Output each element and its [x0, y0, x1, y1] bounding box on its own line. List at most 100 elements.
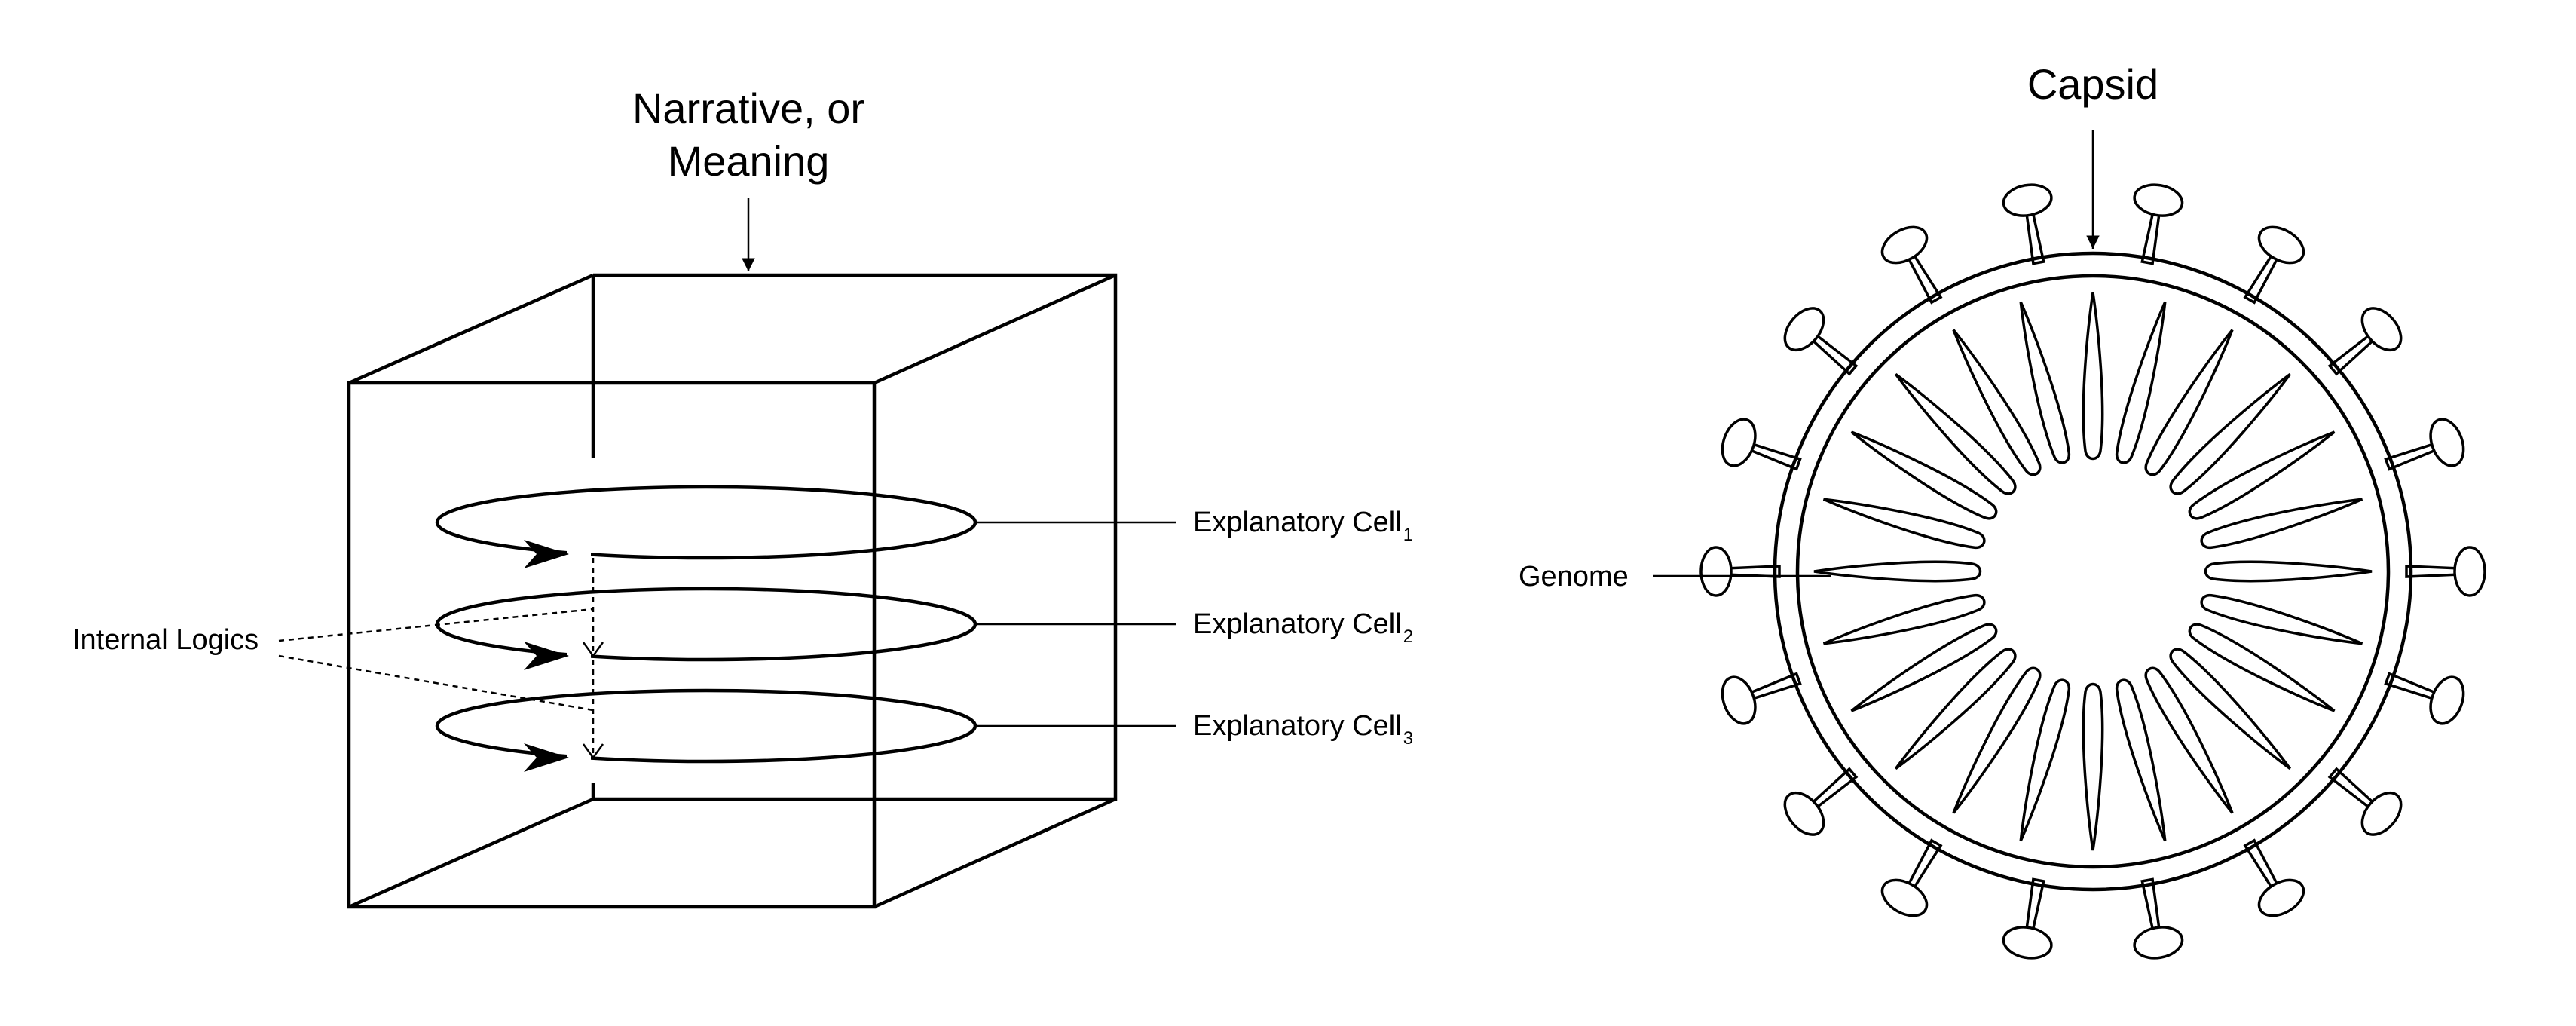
genome-lobe — [1822, 498, 1986, 550]
cell-3-subscript: 3 — [1403, 728, 1413, 749]
spike-head — [1783, 307, 1825, 352]
spike-head — [2429, 418, 2465, 467]
cell-1-subscript: 1 — [1403, 525, 1413, 545]
spike-head — [2257, 225, 2305, 265]
explanatory-cell-2-ellipse — [435, 587, 977, 662]
spike-head — [2133, 183, 2184, 217]
capsid-outer-ring — [1773, 251, 2413, 892]
genome-lobe — [1850, 623, 1998, 712]
genome-lobe — [2082, 682, 2104, 851]
spike-head — [2002, 926, 2053, 960]
flow-arrowhead-2 — [582, 743, 604, 760]
genome-lobe — [1822, 593, 1986, 645]
spike — [2243, 838, 2305, 917]
spike-head — [1880, 878, 1929, 917]
genome-lobe — [1894, 648, 2017, 770]
spike-head — [2360, 307, 2403, 352]
cell-3-arrowhead — [524, 743, 569, 772]
explanatory-cell-3-label: Explanatory Cell3 — [1193, 710, 1413, 749]
spike-head — [1783, 791, 1825, 836]
capsid-label: Capsid — [2027, 60, 2158, 108]
virus-diagram: Capsid Genome — [1519, 60, 2486, 960]
cell-2-text: Explanatory Cell — [1193, 608, 1402, 640]
spike — [2327, 307, 2403, 376]
spike — [2384, 672, 2465, 725]
genome-lobe — [1952, 666, 2042, 814]
spike — [1699, 546, 1781, 597]
genome-lobe — [2115, 678, 2167, 842]
genome-lobe — [2019, 301, 2071, 464]
explanatory-cell-3-ellipse — [435, 688, 977, 764]
genome-lobe — [2200, 498, 2363, 550]
explanatory-cell-1-label: Explanatory Cell1 — [1193, 507, 1413, 545]
spike — [1880, 225, 1943, 305]
cube-edge-bottom-left — [348, 797, 594, 909]
genome-lobe — [1952, 329, 2042, 476]
spike — [1721, 418, 1802, 471]
spike — [2405, 546, 2486, 597]
genome-lobe — [2204, 560, 2373, 583]
cube-edge-bottom-right — [873, 797, 1116, 909]
cell-1-arrowhead — [524, 540, 569, 568]
spike — [2243, 225, 2305, 305]
genome-lobe — [2188, 623, 2336, 712]
spike-stem — [2405, 565, 2462, 578]
cube-back-face — [593, 273, 1118, 801]
genome-lobe — [2200, 593, 2363, 645]
cell-2-gap — [567, 648, 591, 663]
narrative-title-line2: Meaning — [668, 137, 830, 185]
spike — [2384, 418, 2465, 471]
spike — [1880, 838, 1943, 917]
capsid-spikes — [1699, 183, 2486, 960]
capsid-inner-ring — [1795, 274, 2391, 869]
narrative-cube: Narrative, or Meaning Internal Logic — [72, 84, 1413, 909]
genome-lobe — [2169, 372, 2292, 495]
genome-lobe — [1813, 560, 1982, 583]
genome-lobe — [2115, 301, 2167, 464]
cell-2-subscript: 2 — [1403, 626, 1413, 647]
flow-arrowhead-1 — [582, 642, 604, 658]
genome-lobe — [2082, 292, 2104, 461]
genome-lobe — [2019, 678, 2071, 842]
genome-lobe — [2188, 430, 2336, 520]
genome-lobe — [2144, 329, 2234, 476]
cube-front-face — [347, 381, 877, 909]
cell-3-text: Explanatory Cell — [1193, 710, 1402, 742]
genome-label: Genome — [1519, 561, 1629, 593]
spike — [1721, 672, 1802, 725]
cube-edge-top-left — [348, 273, 594, 385]
spike-head — [2360, 791, 2403, 836]
genome-lobe — [2144, 666, 2234, 814]
spike-head — [1721, 675, 1757, 725]
cell-2-arrowhead — [524, 642, 569, 670]
spike-head — [1699, 546, 1733, 597]
spike-head — [1880, 225, 1929, 265]
cell-1-gap — [567, 547, 591, 562]
narrative-title-line1: Narrative, or — [632, 84, 864, 132]
genome — [1813, 292, 2373, 851]
genome-lobe — [1894, 372, 2017, 495]
spike — [2002, 183, 2053, 265]
cube-edge-top-right — [873, 273, 1116, 385]
spike-head — [1721, 418, 1757, 467]
internal-logics-label: Internal Logics — [72, 624, 259, 656]
spike-head — [2453, 546, 2486, 597]
spike — [2133, 877, 2184, 960]
internal-logics-leader-upper — [278, 608, 594, 642]
spike — [2002, 877, 2053, 960]
explanatory-cell-2-label: Explanatory Cell2 — [1193, 608, 1413, 647]
spike-head — [2429, 675, 2465, 725]
spike — [1783, 307, 1859, 376]
cell-3-gap — [567, 750, 591, 765]
internal-logics-leader-lower — [278, 654, 594, 712]
spike-head — [2133, 926, 2184, 960]
spike — [1783, 767, 1859, 836]
spike — [2133, 183, 2184, 265]
spike — [2327, 767, 2403, 836]
genome-lobe — [1850, 430, 1998, 520]
cell-1-text: Explanatory Cell — [1193, 507, 1402, 538]
genome-lobe — [2169, 648, 2292, 770]
explanatory-cell-1-ellipse — [435, 485, 977, 560]
